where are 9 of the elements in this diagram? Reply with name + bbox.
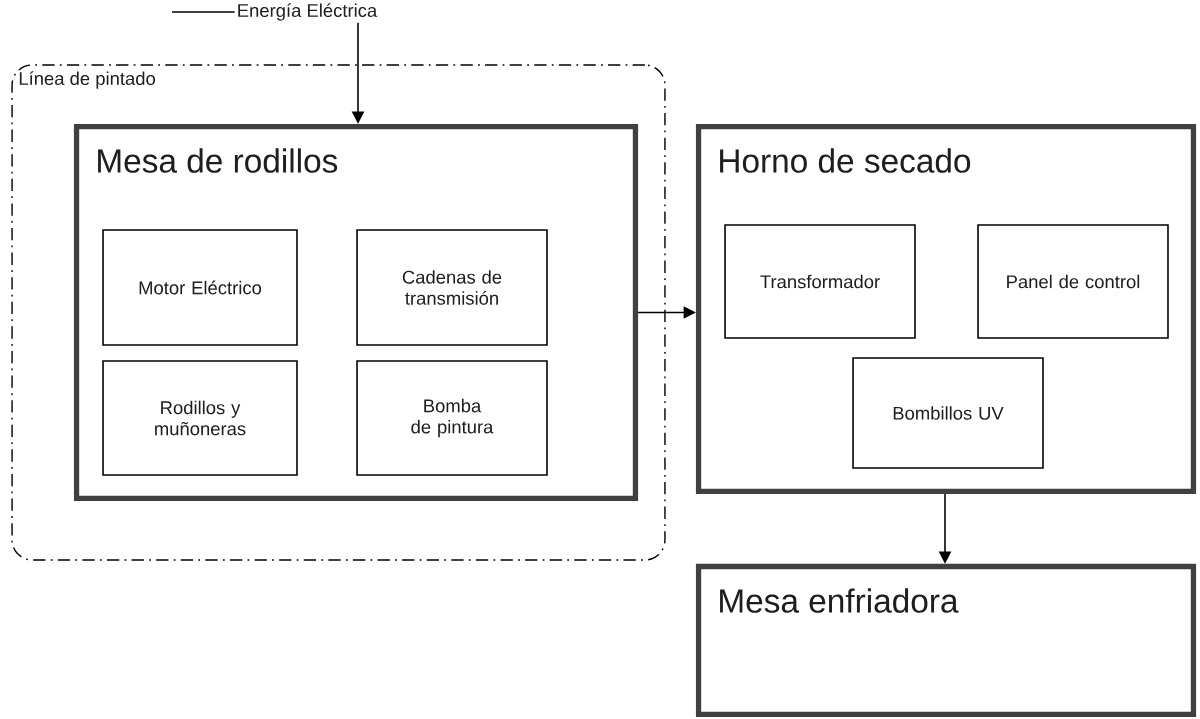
component-box: Rodillos y muñoneras	[102, 360, 298, 476]
component-box: Panel de control	[977, 224, 1169, 339]
component-box: Bombillos UV	[852, 357, 1044, 469]
component-box: Motor Eléctrico	[102, 229, 298, 346]
component-box: Transformador	[724, 224, 916, 339]
section-box: Mesa enfriadora	[695, 563, 1197, 718]
component-box: Cadenas de transmisión	[356, 229, 548, 346]
component-box: Bomba de pintura	[356, 360, 548, 476]
text-label: Energía Eléctrica	[238, 3, 378, 21]
